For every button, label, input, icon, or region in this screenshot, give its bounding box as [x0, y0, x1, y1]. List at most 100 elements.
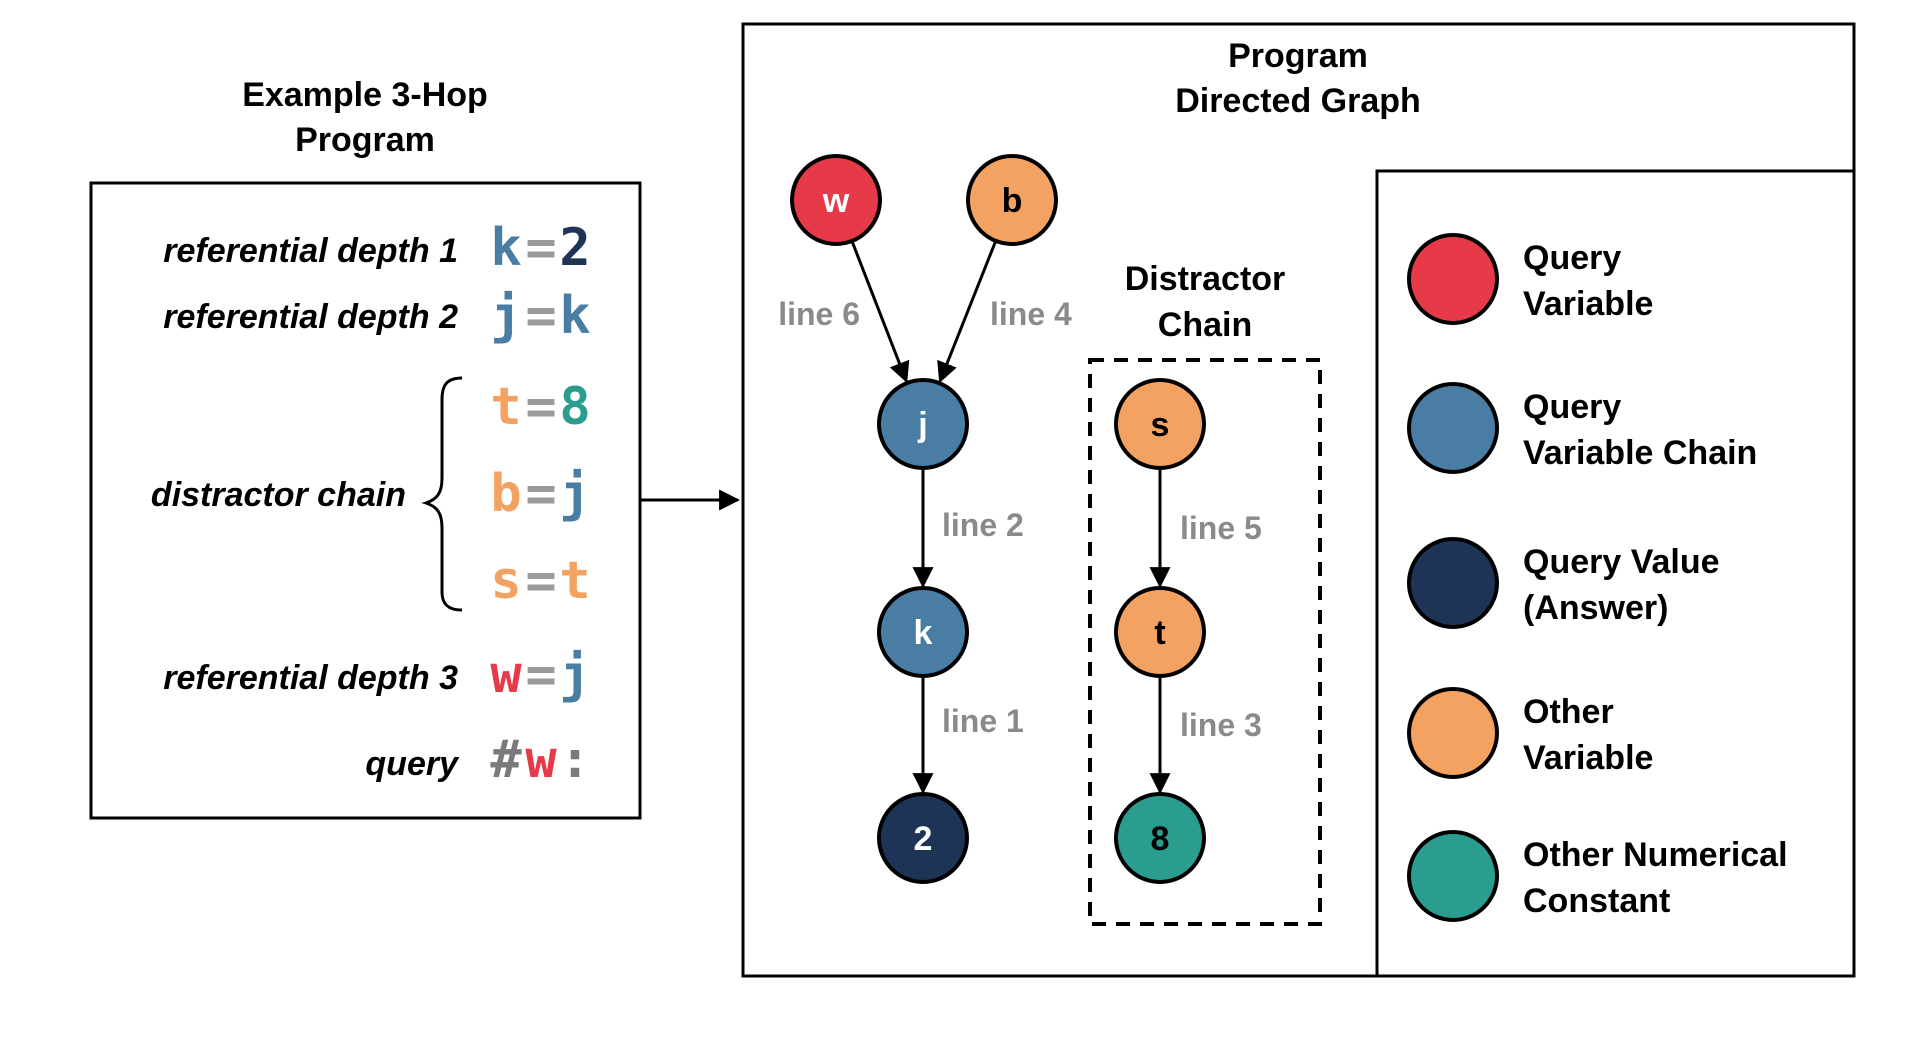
node-s: s	[1114, 378, 1206, 470]
assign-1-eq: =	[525, 218, 556, 278]
node-k: k	[877, 586, 969, 678]
node-label-2: 2	[914, 820, 933, 858]
row-label-depth1: referential depth 1	[163, 232, 458, 270]
legend-swatch-1	[1407, 233, 1499, 325]
node-t: t	[1114, 586, 1206, 678]
node-circle-2	[877, 792, 969, 884]
edge-label-k-to-2: line 1	[942, 703, 1024, 739]
query-hash: #	[490, 730, 522, 790]
edge-label-b-to-j: line 4	[990, 296, 1072, 332]
legend-label-3-line1: Query Value	[1523, 543, 1720, 581]
legend-swatch-4	[1407, 687, 1499, 779]
node-label-w: w	[822, 182, 850, 220]
row-label-distractor: distractor chain	[151, 476, 406, 514]
distractor-title-line1: Distractor	[1125, 260, 1286, 298]
distractor-brace	[421, 376, 463, 612]
assign-6-rhs: j	[559, 645, 590, 705]
graph-edges: line 6 line 4 line 2 line 1 line 5 line 3	[778, 240, 1262, 795]
assignment-row-1: k = 2	[490, 218, 590, 278]
assign-5-lhs: s	[490, 551, 521, 611]
legend-label-2-line1: Query	[1523, 388, 1621, 426]
graph-title-line1: Program	[1228, 37, 1368, 75]
node-b: b	[966, 154, 1058, 246]
assign-6-eq: =	[525, 645, 556, 705]
assign-2-eq: =	[525, 286, 556, 346]
assign-5-rhs: t	[559, 551, 590, 611]
assign-4-eq: =	[525, 464, 556, 524]
graph-nodes: w b j k 2 s t 8	[790, 154, 1206, 884]
node-circle-s	[1114, 378, 1206, 470]
edge-label-w-to-j: line 6	[778, 296, 860, 332]
assign-2-rhs: k	[559, 286, 590, 346]
assign-3-lhs: t	[490, 377, 521, 437]
legend-label-1-line2: Variable	[1523, 285, 1653, 323]
edge-label-s-to-t: line 5	[1180, 510, 1262, 546]
legend-item-3: Query Value (Answer)	[1407, 537, 1720, 629]
graph-panel: Program Directed Graph Distractor Chain …	[741, 22, 1856, 978]
assignment-row-4: b = j	[490, 464, 590, 524]
legend-box	[1375, 169, 1856, 978]
assign-1-lhs: k	[490, 218, 521, 278]
edge-w-to-j	[850, 240, 910, 384]
assign-4-rhs: j	[559, 464, 590, 524]
assignment-row-3: t = 8	[490, 377, 590, 437]
node-2: 2	[877, 792, 969, 884]
legend-label-1-line1: Query	[1523, 239, 1621, 277]
assignment-row-5: s = t	[490, 551, 590, 611]
program-panel: Example 3-Hop Program referential depth …	[89, 76, 642, 820]
assignment-row-6: w = j	[490, 645, 590, 705]
node-circle-b	[966, 154, 1058, 246]
query-row: # w :	[490, 730, 590, 790]
program-title-line2: Program	[295, 121, 435, 159]
legend-swatch-2	[1407, 382, 1499, 474]
assign-6-lhs: w	[490, 645, 522, 705]
node-circle-k	[877, 586, 969, 678]
assignment-row-2: j = k	[490, 286, 590, 346]
assign-4-lhs: b	[490, 464, 521, 524]
node-label-k: k	[914, 614, 933, 652]
assign-3-eq: =	[525, 377, 556, 437]
legend-label-4-line2: Variable	[1523, 739, 1653, 777]
node-8: 8	[1114, 792, 1206, 884]
row-label-query: query	[365, 745, 460, 783]
legend-label-5-line1: Other Numerical	[1523, 836, 1788, 874]
legend-label-4-line1: Other	[1523, 693, 1614, 731]
program-title-line1: Example 3-Hop	[242, 76, 488, 114]
distractor-chain-box	[1088, 358, 1322, 926]
query-var: w	[525, 730, 557, 790]
assign-2-lhs: j	[490, 286, 521, 346]
node-label-b: b	[1002, 182, 1023, 220]
graph-title-line2: Directed Graph	[1175, 82, 1421, 120]
legend-label-5-line2: Constant	[1523, 882, 1670, 920]
edge-label-t-to-8: line 3	[1180, 707, 1262, 743]
node-circle-t	[1114, 586, 1206, 678]
row-label-depth3: referential depth 3	[163, 659, 458, 697]
node-w: w	[790, 154, 882, 246]
assign-5-eq: =	[525, 551, 556, 611]
assign-1-rhs: 2	[559, 218, 590, 278]
legend-label-2-line2: Variable Chain	[1523, 434, 1757, 472]
node-label-s: s	[1151, 406, 1170, 444]
edge-label-j-to-k: line 2	[942, 507, 1024, 543]
node-label-j: j	[917, 406, 927, 444]
edge-b-to-j	[937, 240, 998, 384]
node-circle-w	[790, 154, 882, 246]
distractor-title-line2: Chain	[1158, 306, 1252, 344]
node-circle-8	[1114, 792, 1206, 884]
legend-swatch-3	[1407, 537, 1499, 629]
row-label-depth2: referential depth 2	[163, 298, 458, 336]
node-label-t: t	[1154, 614, 1165, 652]
node-j: j	[877, 378, 969, 470]
node-label-8: 8	[1151, 820, 1170, 858]
legend-swatch-5	[1407, 830, 1499, 922]
legend-label-3-line2: (Answer)	[1523, 589, 1668, 627]
query-colon: :	[559, 730, 590, 790]
node-circle-j	[877, 378, 969, 470]
